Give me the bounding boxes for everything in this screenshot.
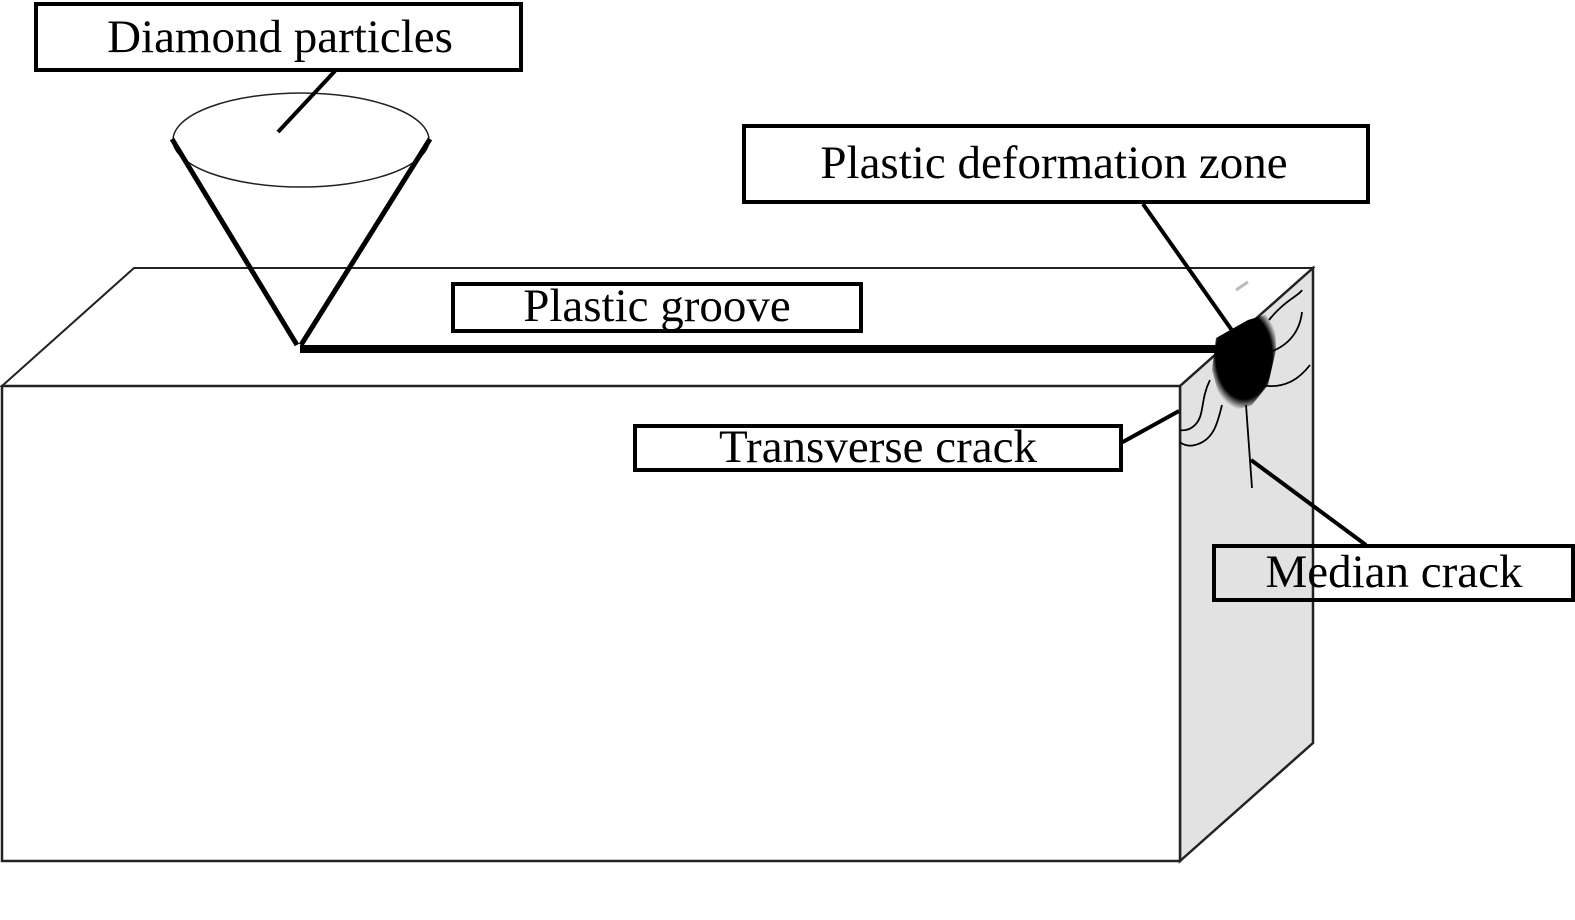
workpiece-block: [0, 265, 1316, 864]
diamond-particle-cone: [169, 92, 433, 347]
label-box: [742, 124, 1370, 204]
faint-marks: [1235, 280, 1249, 292]
cone-right-edge: [298, 137, 433, 347]
leader-transverse-crack: [1120, 409, 1180, 445]
crack-curve: [1268, 289, 1303, 321]
label-box: [633, 424, 1123, 472]
label-diamond-particles-text: Diamond particles: [107, 11, 453, 63]
label-transverse-crack-text: Transverse crack: [719, 421, 1038, 473]
label-box: [34, 2, 523, 72]
leader-plastic-deformation-zone: [1141, 202, 1238, 338]
label-plastic-deformation-zone: Plastic deformation zone: [742, 124, 1370, 204]
crack-curve: [1269, 311, 1303, 353]
label-median-crack: Median crack: [1212, 544, 1575, 602]
label-box: [451, 282, 863, 333]
leader-diamond-particles: [276, 69, 337, 134]
label-transverse-crack: Transverse crack: [633, 421, 1123, 473]
crack-curve: [1179, 379, 1211, 432]
label-diamond-particles: Diamond particles: [34, 2, 523, 72]
median-crack-line: [1245, 404, 1253, 489]
label-plastic-deformation-zone-text: Plastic deformation zone: [820, 137, 1287, 189]
leader-lines: [276, 69, 1368, 547]
label-plastic-groove-text: Plastic groove: [523, 280, 791, 332]
leader-median-crack: [1249, 458, 1368, 547]
crack-curve: [1259, 364, 1311, 388]
crack-curve: [1179, 404, 1223, 447]
label-box: [1212, 544, 1575, 602]
label-plastic-groove: Plastic groove: [451, 280, 863, 333]
cone-left-edge: [169, 137, 300, 347]
label-median-crack-text: Median crack: [1265, 546, 1523, 598]
crack-curves: [1179, 289, 1311, 489]
